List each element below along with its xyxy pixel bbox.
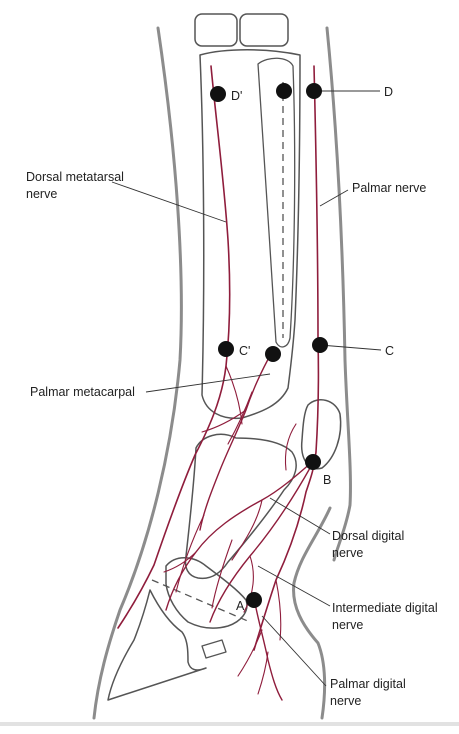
heel-bulb-line xyxy=(294,508,330,718)
splint-bone xyxy=(258,58,295,347)
tarsal-bone-left xyxy=(195,14,237,46)
nerve-branch xyxy=(276,580,281,640)
leader-line-palmar-metacarpal xyxy=(146,374,270,392)
block-point-a xyxy=(246,592,262,608)
leader-line-dorsal-digital xyxy=(270,498,330,534)
block-point-splint-top xyxy=(276,83,292,99)
block-point-c xyxy=(312,337,328,353)
label-palmar-digital-nerve-line1: Palmar digital xyxy=(330,677,406,691)
label-dorsal-metatarsal-nerve-line2: nerve xyxy=(26,187,57,201)
bones-outline xyxy=(108,14,341,700)
label-palmar-digital-nerve: Palmar digital nerve xyxy=(330,677,409,708)
dorsal-skin-line xyxy=(94,28,181,718)
point-label-d: D xyxy=(384,85,393,99)
middle-phalanx xyxy=(166,558,247,628)
block-points xyxy=(210,83,328,608)
nerve-branch xyxy=(285,424,296,470)
label-palmar-nerve-line1: Palmar nerve xyxy=(352,181,426,195)
leader-line-dorsal-metatarsal xyxy=(112,182,226,222)
label-palmar-metacarpal-nerve: Palmar metacarpal xyxy=(30,385,135,399)
nerve-branch xyxy=(176,515,204,592)
block-point-d-prime xyxy=(210,86,226,102)
label-dorsal-digital-nerve: Dorsal digital nerve xyxy=(332,529,408,560)
label-dorsal-digital-nerve-line1: Dorsal digital xyxy=(332,529,404,543)
leader-line-palmar-nerve xyxy=(320,190,348,206)
label-intermediate-digital-nerve: Intermediate digital nerve xyxy=(332,601,441,632)
point-label-d-prime: D' xyxy=(231,89,242,103)
block-point-d xyxy=(306,83,322,99)
limb-skin-outline xyxy=(0,28,459,724)
navicular-bone xyxy=(202,640,226,658)
nerve-branch xyxy=(258,652,268,694)
tarsal-bone-right xyxy=(240,14,288,46)
palmar-digital-nerve xyxy=(254,598,282,700)
nerve-branch xyxy=(164,552,196,572)
label-dorsal-metatarsal-nerve-line1: Dorsal metatarsal xyxy=(26,170,124,184)
label-intermediate-digital-nerve-line1: Intermediate digital xyxy=(332,601,438,615)
proximal-phalanx xyxy=(186,434,297,578)
label-intermediate-digital-nerve-line2: nerve xyxy=(332,618,363,632)
point-label-a: A xyxy=(236,599,245,613)
leader-line-c xyxy=(320,345,381,350)
block-point-c-prime xyxy=(218,341,234,357)
point-label-c: C xyxy=(385,344,394,358)
point-label-c-prime: C' xyxy=(239,344,250,358)
label-dorsal-digital-nerve-line2: nerve xyxy=(332,546,363,560)
label-palmar-digital-nerve-line2: nerve xyxy=(330,694,361,708)
point-label-b: B xyxy=(323,473,331,487)
leader-lines xyxy=(112,91,381,686)
block-point-b xyxy=(305,454,321,470)
label-dorsal-metatarsal-nerve: Dorsal metatarsal nerve xyxy=(26,170,127,201)
nerve-branch xyxy=(212,540,232,608)
nerve-branch xyxy=(226,366,242,424)
label-palmar-nerve: Palmar nerve xyxy=(352,181,426,195)
label-palmar-metacarpal-nerve-line1: Palmar metacarpal xyxy=(30,385,135,399)
block-point-palmar-metacarpal xyxy=(265,346,281,362)
